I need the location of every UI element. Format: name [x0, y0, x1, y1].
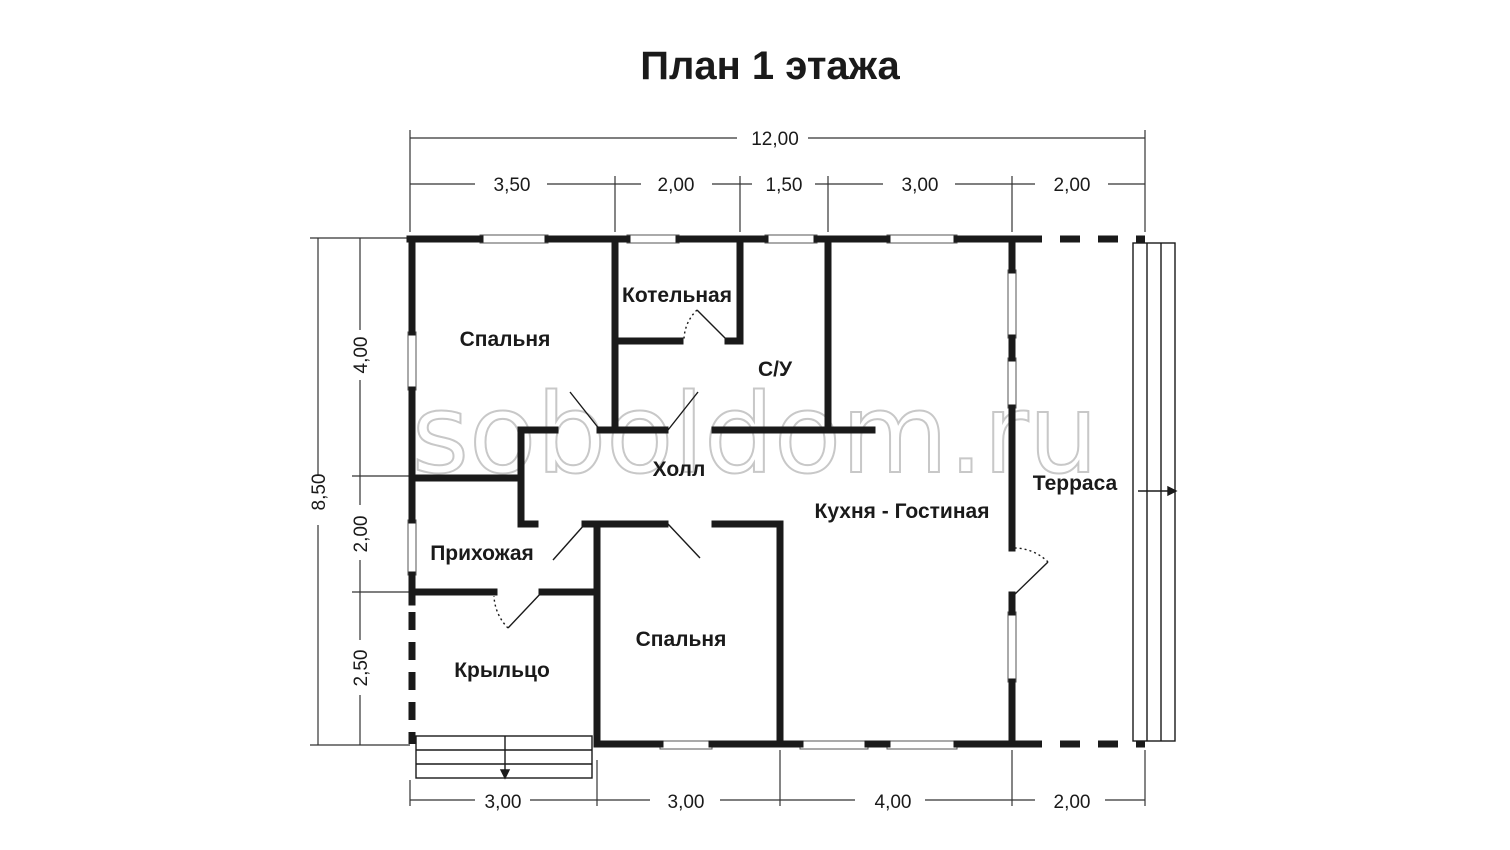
room-label-boiler-room: Котельная: [622, 284, 732, 307]
dim-top-4: 3,00: [902, 175, 939, 196]
doors: [493, 309, 1049, 629]
dim-top-total: 12,00: [751, 129, 799, 150]
dim-top-1: 3,50: [494, 175, 531, 196]
dim-left-total: 8,50: [309, 474, 330, 511]
walls: [406, 235, 1024, 748]
room-label-hall: Холл: [653, 458, 706, 481]
room-label-entrance-hall: Прихожая: [430, 542, 534, 565]
porch-steps: [415, 735, 593, 780]
terrace-steps: [1132, 242, 1178, 742]
dim-top-2: 2,00: [658, 175, 695, 196]
dim-left-3: 2,50: [351, 650, 372, 687]
dim-bottom-4: 2,00: [1054, 792, 1091, 813]
dim-bottom-1: 3,00: [485, 792, 522, 813]
room-label-terrace: Терраса: [1033, 472, 1118, 495]
dim-left-1: 4,00: [351, 337, 372, 374]
room-label-bedroom-1: Спальня: [460, 328, 551, 351]
room-label-porch: Крыльцо: [454, 659, 550, 682]
room-label-bedroom-2: Спальня: [636, 628, 727, 651]
dim-top-3: 1,50: [766, 175, 803, 196]
dim-bottom-2: 3,00: [668, 792, 705, 813]
dim-bottom-3: 4,00: [875, 792, 912, 813]
room-label-kitchen-living: Кухня - Гостиная: [815, 500, 990, 523]
dim-left-2: 2,00: [351, 516, 372, 553]
watermark: soboldom.ru: [412, 370, 1098, 498]
dimension-lines: [310, 130, 1146, 806]
dim-top-5: 2,00: [1054, 175, 1091, 196]
page-title: План 1 этажа: [640, 44, 900, 88]
room-label-bathroom: С/У: [758, 358, 793, 381]
